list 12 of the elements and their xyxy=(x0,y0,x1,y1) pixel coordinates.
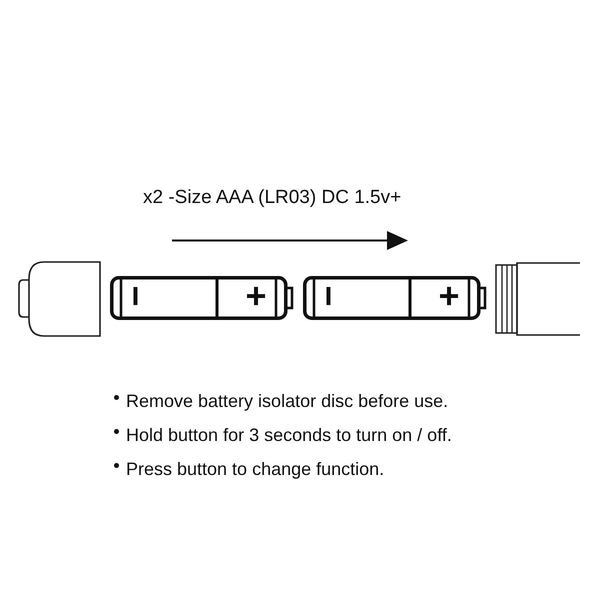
battery xyxy=(303,276,487,320)
instruction-text: Hold button for 3 seconds to turn on / off. xyxy=(126,424,452,446)
battery xyxy=(110,276,294,320)
title: x2 -Size AAA (LR03) DC 1.5v+ xyxy=(143,186,402,210)
battery-cap xyxy=(18,261,102,338)
plus-sign: + xyxy=(246,278,267,314)
minus-sign: − xyxy=(117,285,154,307)
minus-sign: − xyxy=(310,285,346,307)
instruction-text: Press button to change function. xyxy=(126,458,384,480)
instruction-text: Remove battery isolator disc before use. xyxy=(126,390,448,412)
plus-sign: + xyxy=(438,278,460,314)
device-body xyxy=(494,261,582,338)
